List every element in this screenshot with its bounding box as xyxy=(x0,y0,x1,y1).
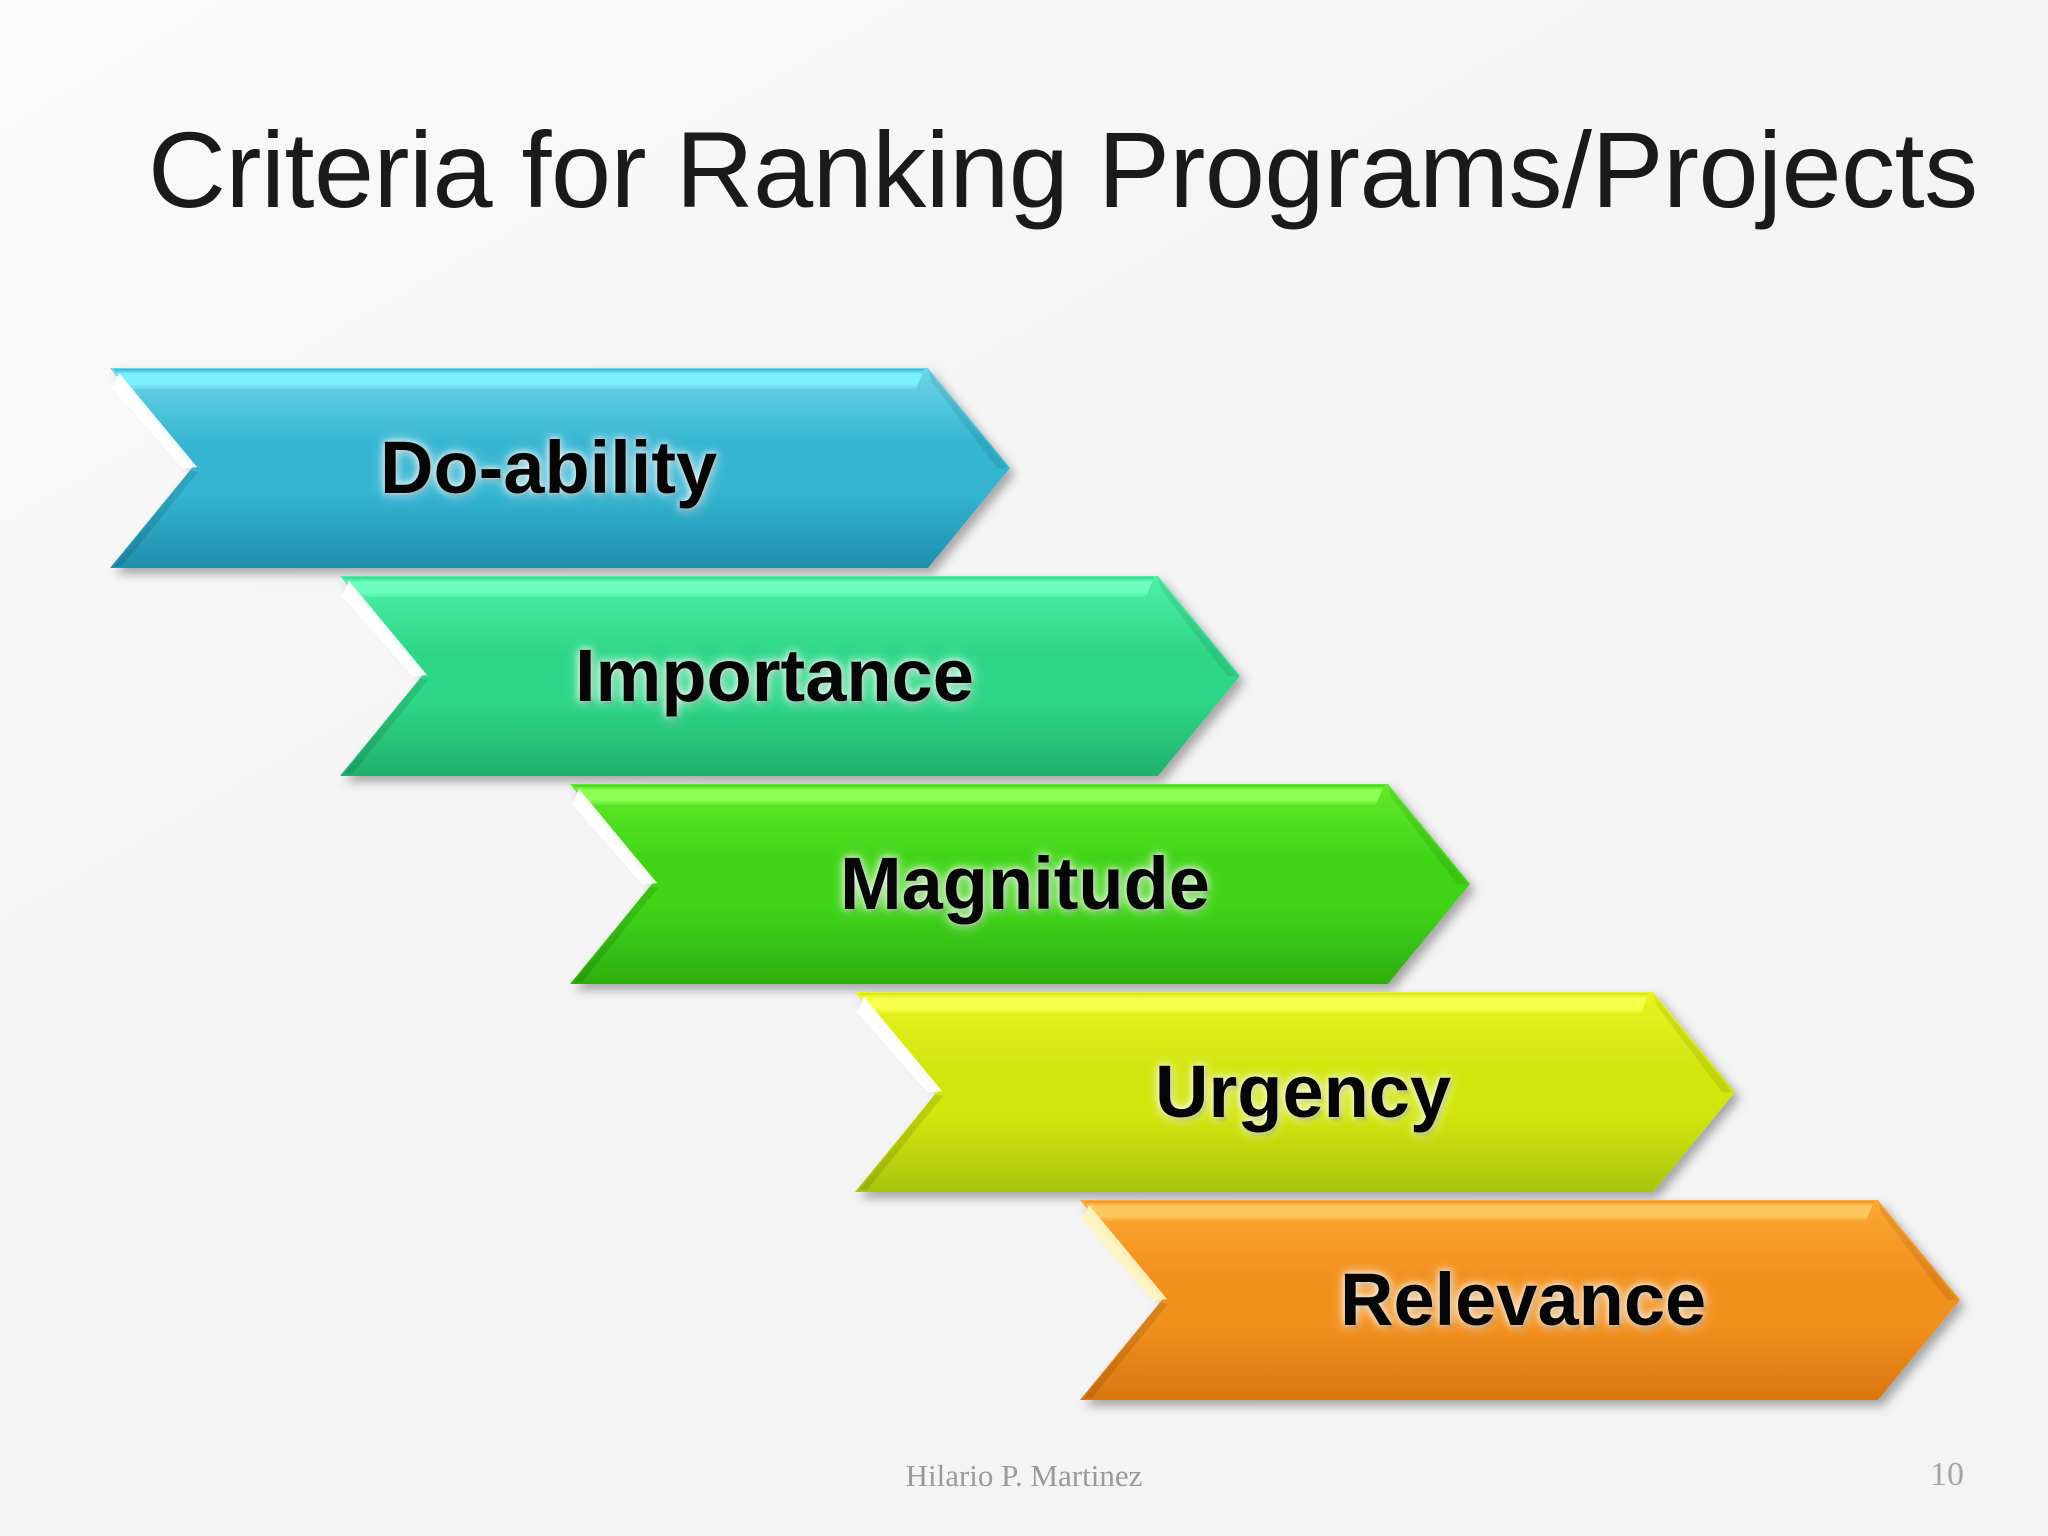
chevron-notch-highlight xyxy=(112,373,197,469)
chevron-importance[interactable] xyxy=(340,576,1240,776)
chevron-relevance[interactable] xyxy=(1080,1200,1960,1400)
chevron-notch-shade xyxy=(114,470,198,566)
chevron-notch-shade xyxy=(859,1094,943,1190)
chevron-top-bevel xyxy=(344,577,1154,597)
chevron-top-bevel xyxy=(114,369,924,389)
chevron-do-ability[interactable] xyxy=(110,368,1010,568)
chevron-top-bevel xyxy=(859,993,1649,1013)
chevron-notch-shade xyxy=(344,678,428,774)
chevron-point-shade xyxy=(928,370,1007,468)
chevron-point-shade xyxy=(1158,578,1237,676)
chevron-notch-highlight xyxy=(857,997,942,1093)
chevron-urgency[interactable] xyxy=(855,992,1735,1192)
chevron-notch-highlight xyxy=(1082,1205,1167,1301)
page-title: Criteria for Ranking Programs/Projects xyxy=(148,109,1978,230)
chevron-notch-shade xyxy=(574,886,658,982)
chevron-body xyxy=(1080,1200,1960,1400)
chevron-body xyxy=(855,992,1735,1192)
footer-page-number: 10 xyxy=(1930,1456,1964,1493)
footer-author: Hilario P. Martinez xyxy=(905,1458,1143,1493)
chevron-body xyxy=(110,368,1010,568)
chevron-notch-highlight xyxy=(342,581,427,677)
chevron-point-shade xyxy=(1878,1202,1957,1300)
chevron-point-shade xyxy=(1388,786,1467,884)
chevron-point-shade xyxy=(1653,994,1732,1092)
chevron-notch-highlight xyxy=(572,789,657,885)
chevron-top-bevel xyxy=(1084,1201,1874,1221)
chevron-notch-shade xyxy=(1084,1302,1168,1398)
chevron-body xyxy=(340,576,1240,776)
chevron-magnitude[interactable] xyxy=(570,784,1470,984)
chevron-top-bevel xyxy=(574,785,1384,805)
chevron-body xyxy=(570,784,1470,984)
